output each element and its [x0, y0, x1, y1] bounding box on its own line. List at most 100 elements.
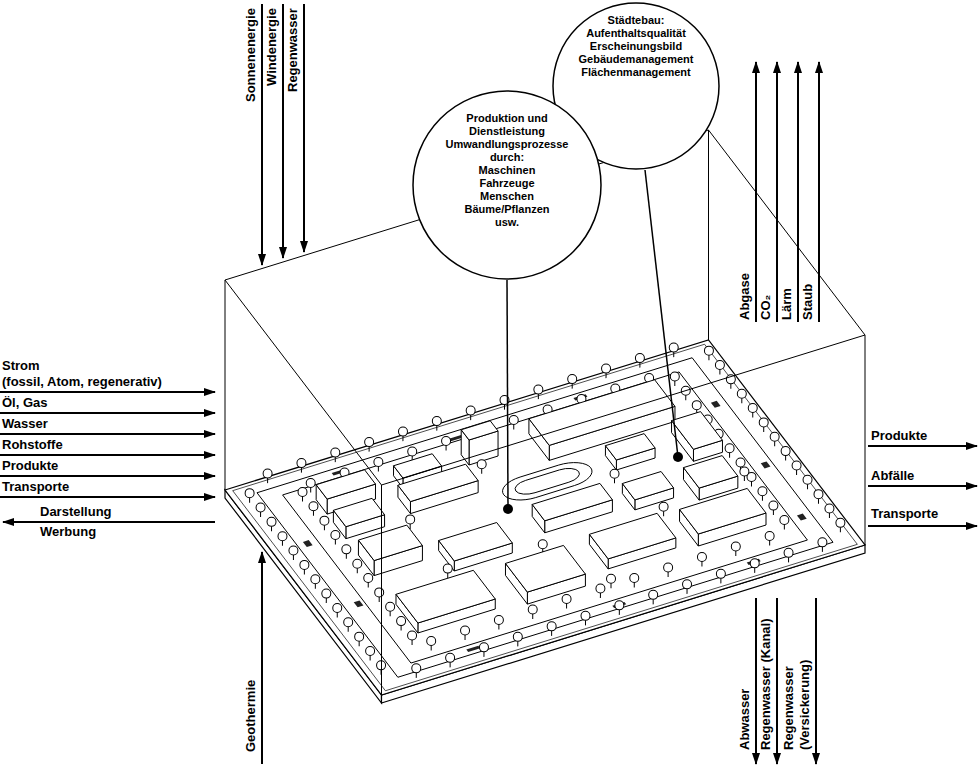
flow-label: Darstellung Werbung	[40, 502, 140, 542]
buildings-part	[680, 488, 766, 534]
trees-back	[254, 333, 853, 669]
flow-arrow-lines-part	[868, 485, 977, 487]
cars-part	[711, 401, 721, 408]
cars-part	[466, 646, 480, 652]
site-plan-part	[257, 358, 833, 678]
flow-label: Lärm	[779, 288, 795, 320]
system-box	[225, 130, 865, 695]
flow-arrow-lines-part	[797, 62, 799, 322]
flow-arrow-lines-part	[261, 4, 263, 265]
trees-front-part	[236, 486, 394, 677]
trees-front-part	[418, 529, 783, 653]
buildings-part	[672, 412, 723, 450]
buildings-part	[605, 434, 655, 460]
flow-arrow-lines-part	[868, 525, 977, 527]
leader-lines-part	[507, 280, 508, 509]
buildings-part	[529, 380, 675, 446]
cars-part	[354, 600, 364, 607]
flow-arrow-lines-part	[0, 496, 215, 498]
system-box-part	[708, 130, 709, 340]
flow-arrow-lines-part	[303, 4, 305, 252]
flow-label: Regenwasser (Kanal)	[758, 619, 774, 751]
system-box-part	[381, 485, 382, 695]
leader-lines-part	[645, 170, 678, 457]
flow-label: Windenergie	[264, 8, 280, 86]
flow-label: Strom (fossil, Atom, regenerativ)	[2, 358, 217, 390]
flow-arrow-lines-part	[755, 62, 757, 322]
flow-label: CO₂	[758, 295, 774, 320]
flow-arrow-lines	[0, 4, 977, 764]
flow-label: Geothermie	[243, 680, 259, 752]
circle-node: Produktion und Dienstleistung Umwandlung…	[412, 90, 602, 280]
circle-text-line: Aufenthaltsqualität	[561, 27, 711, 40]
flow-label: Regenwasser (Versickerung)	[781, 640, 813, 750]
wrap-spacer	[67, 358, 217, 359]
circle-text: Städtebau:AufenthaltsqualitätErscheinung…	[561, 14, 711, 79]
flow-arrow-lines-part	[776, 62, 778, 322]
flow-arrow-lines-part	[0, 412, 215, 414]
flow-label: Transporte	[2, 479, 69, 495]
circle-text-line: Städtebau:	[561, 14, 711, 27]
trees-back-part	[254, 341, 686, 486]
cars-part	[797, 514, 807, 521]
flow-arrow-lines-part	[0, 454, 215, 456]
flow-label: Staub	[800, 284, 816, 320]
buildings-part	[532, 483, 612, 520]
flow-label: Sonnenenergie	[243, 8, 259, 102]
buildings-part	[358, 525, 422, 561]
circle-outline	[553, 3, 719, 169]
flow-arrow-lines-part	[868, 445, 977, 447]
cars-part	[303, 540, 313, 547]
flow-arrow-lines-part	[776, 598, 778, 764]
buildings-part	[731, 465, 757, 484]
circle-text-line: Gebäudemanagement	[561, 53, 711, 66]
circle-text-line: Menschen	[437, 190, 577, 203]
circle-text-line: Flächenmanagement	[561, 66, 711, 79]
flow-label: Wasser	[2, 416, 48, 432]
buildings-part	[461, 421, 498, 440]
circle-text-line: usw.	[437, 216, 577, 229]
leader-dots-part	[673, 452, 683, 462]
flow-label: Abwasser	[737, 689, 753, 750]
circle-text-line: Erscheinungsbild	[561, 40, 711, 53]
circle-outline	[413, 91, 601, 279]
circle-text-line: Maschinen	[437, 164, 577, 177]
system-box-part	[225, 280, 226, 490]
buildings-part	[622, 472, 673, 500]
buildings-part	[333, 498, 384, 526]
buildings-part	[589, 513, 675, 559]
buildings-part	[398, 464, 478, 501]
flow-arrow-lines-part	[3, 521, 215, 523]
buildings-part	[316, 470, 375, 499]
flow-label: Produkte	[2, 458, 58, 474]
flow-arrow-lines-part	[755, 598, 757, 764]
flow-arrow-lines-part	[0, 433, 215, 435]
flow-label: Rohstoffe	[2, 437, 63, 453]
flow-label: Abgase	[737, 273, 753, 320]
flow-arrow-lines-part	[282, 4, 284, 258]
circle-text-line: Bäume/Pflanzen	[437, 203, 577, 216]
flow-arrow-lines-part	[0, 475, 215, 477]
flow-arrow-lines-part	[818, 62, 820, 322]
flow-label: Produkte	[871, 428, 927, 444]
trees-front-part	[289, 485, 425, 647]
flow-label: Öl, Gas	[2, 395, 48, 411]
flow-label: Transporte	[871, 506, 938, 522]
circle-text: Produktion und Dienstleistung Umwandlung…	[437, 112, 577, 229]
flow-label: Regenwasser	[285, 8, 301, 92]
buildings-part	[684, 456, 738, 489]
leader-dots	[503, 452, 683, 514]
cars-part	[761, 461, 771, 468]
site-plan-part	[283, 372, 808, 663]
circle-text-line: Fahrzeuge	[437, 177, 577, 190]
flow-arrow-lines-part	[0, 391, 215, 393]
buildings-part	[469, 457, 495, 476]
system-box-part	[865, 335, 866, 545]
flow-label: Abfälle	[871, 468, 914, 484]
flow-arrow-lines-part	[815, 598, 817, 764]
buildings	[301, 365, 798, 647]
circle-text-line: Produktion und Dienstleistung Umwandlung…	[437, 112, 577, 164]
leader-dots-part	[503, 504, 513, 514]
buildings-part	[396, 570, 495, 623]
